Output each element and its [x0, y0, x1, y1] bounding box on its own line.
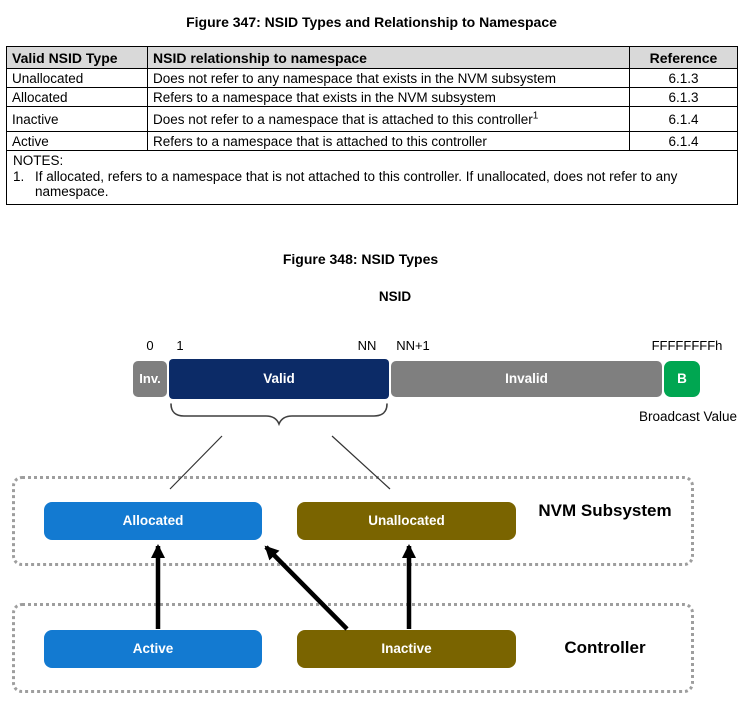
header-valid-nsid-type: Valid NSID Type [6, 46, 148, 69]
nsid-types-table: Valid NSID Type NSID relationship to nam… [6, 46, 738, 205]
bar-segment-invalid: Invalid [391, 361, 662, 397]
bar-segment-valid: Valid [169, 359, 389, 399]
footnote-marker: 1 [532, 110, 539, 121]
scale-label-ffffffffh: FFFFFFFFh [651, 338, 723, 353]
cell-desc: Does not refer to any namespace that exi… [147, 68, 630, 88]
bar-segment-invalid-zero: Inv. [133, 361, 167, 397]
cell-type: Inactive [6, 106, 148, 132]
cell-desc: Refers to a namespace that is attached t… [147, 131, 630, 151]
cell-ref: 6.1.3 [629, 68, 738, 88]
valid-range-brace [170, 403, 388, 427]
scale-label-1: 1 [176, 338, 184, 353]
cell-desc: Does not refer to a namespace that is at… [147, 106, 630, 132]
inactive-box: Inactive [297, 630, 516, 668]
cell-desc-text: Refers to a namespace that exists in the… [153, 89, 496, 105]
cell-type: Active [6, 131, 148, 151]
cell-desc: Refers to a namespace that exists in the… [147, 87, 630, 107]
bar-segment-broadcast: B [664, 361, 700, 397]
notes-cell: NOTES: 1. If allocated, refers to a name… [6, 150, 738, 205]
table-row: Allocated Refers to a namespace that exi… [6, 87, 738, 107]
nvm-subsystem-label: NVM Subsystem [538, 501, 672, 520]
figure-348-caption: Figure 348: NSID Types [282, 251, 439, 267]
note-number: 1. [13, 169, 25, 184]
cell-ref: 6.1.3 [629, 87, 738, 107]
cell-ref: 6.1.4 [629, 106, 738, 132]
note-item: 1. If allocated, refers to a namespace t… [13, 169, 731, 199]
scale-label-0: 0 [146, 338, 154, 353]
cell-desc-text: Refers to a namespace that is attached t… [153, 133, 487, 149]
table-header-row: Valid NSID Type NSID relationship to nam… [6, 46, 738, 69]
table-notes-row: NOTES: 1. If allocated, refers to a name… [6, 150, 738, 205]
note-text: If allocated, refers to a namespace that… [35, 169, 678, 199]
table-row: Active Refers to a namespace that is att… [6, 131, 738, 151]
cell-desc-text: Does not refer to any namespace that exi… [153, 70, 556, 86]
unallocated-box: Unallocated [297, 502, 516, 540]
cell-ref: 6.1.4 [629, 131, 738, 151]
controller-label: Controller [564, 638, 646, 657]
broadcast-value-label: Broadcast Value [638, 409, 737, 424]
scale-label-nn-plus-1: NN+1 [396, 338, 430, 353]
cell-type: Unallocated [6, 68, 148, 88]
scale-label-nn: NN [357, 338, 377, 353]
controller-box [12, 603, 694, 693]
header-reference: Reference [629, 46, 738, 69]
cell-desc-text: Does not refer to a namespace that is at… [153, 111, 533, 127]
figure-347-caption: Figure 347: NSID Types and Relationship … [186, 14, 557, 30]
active-box: Active [44, 630, 262, 668]
notes-label: NOTES: [13, 153, 64, 168]
nsid-axis-label: NSID [378, 289, 412, 304]
allocated-box: Allocated [44, 502, 262, 540]
table-row: Unallocated Does not refer to any namesp… [6, 68, 738, 88]
cell-type: Allocated [6, 87, 148, 107]
header-relationship: NSID relationship to namespace [147, 46, 630, 69]
table-row: Inactive Does not refer to a namespace t… [6, 106, 738, 132]
